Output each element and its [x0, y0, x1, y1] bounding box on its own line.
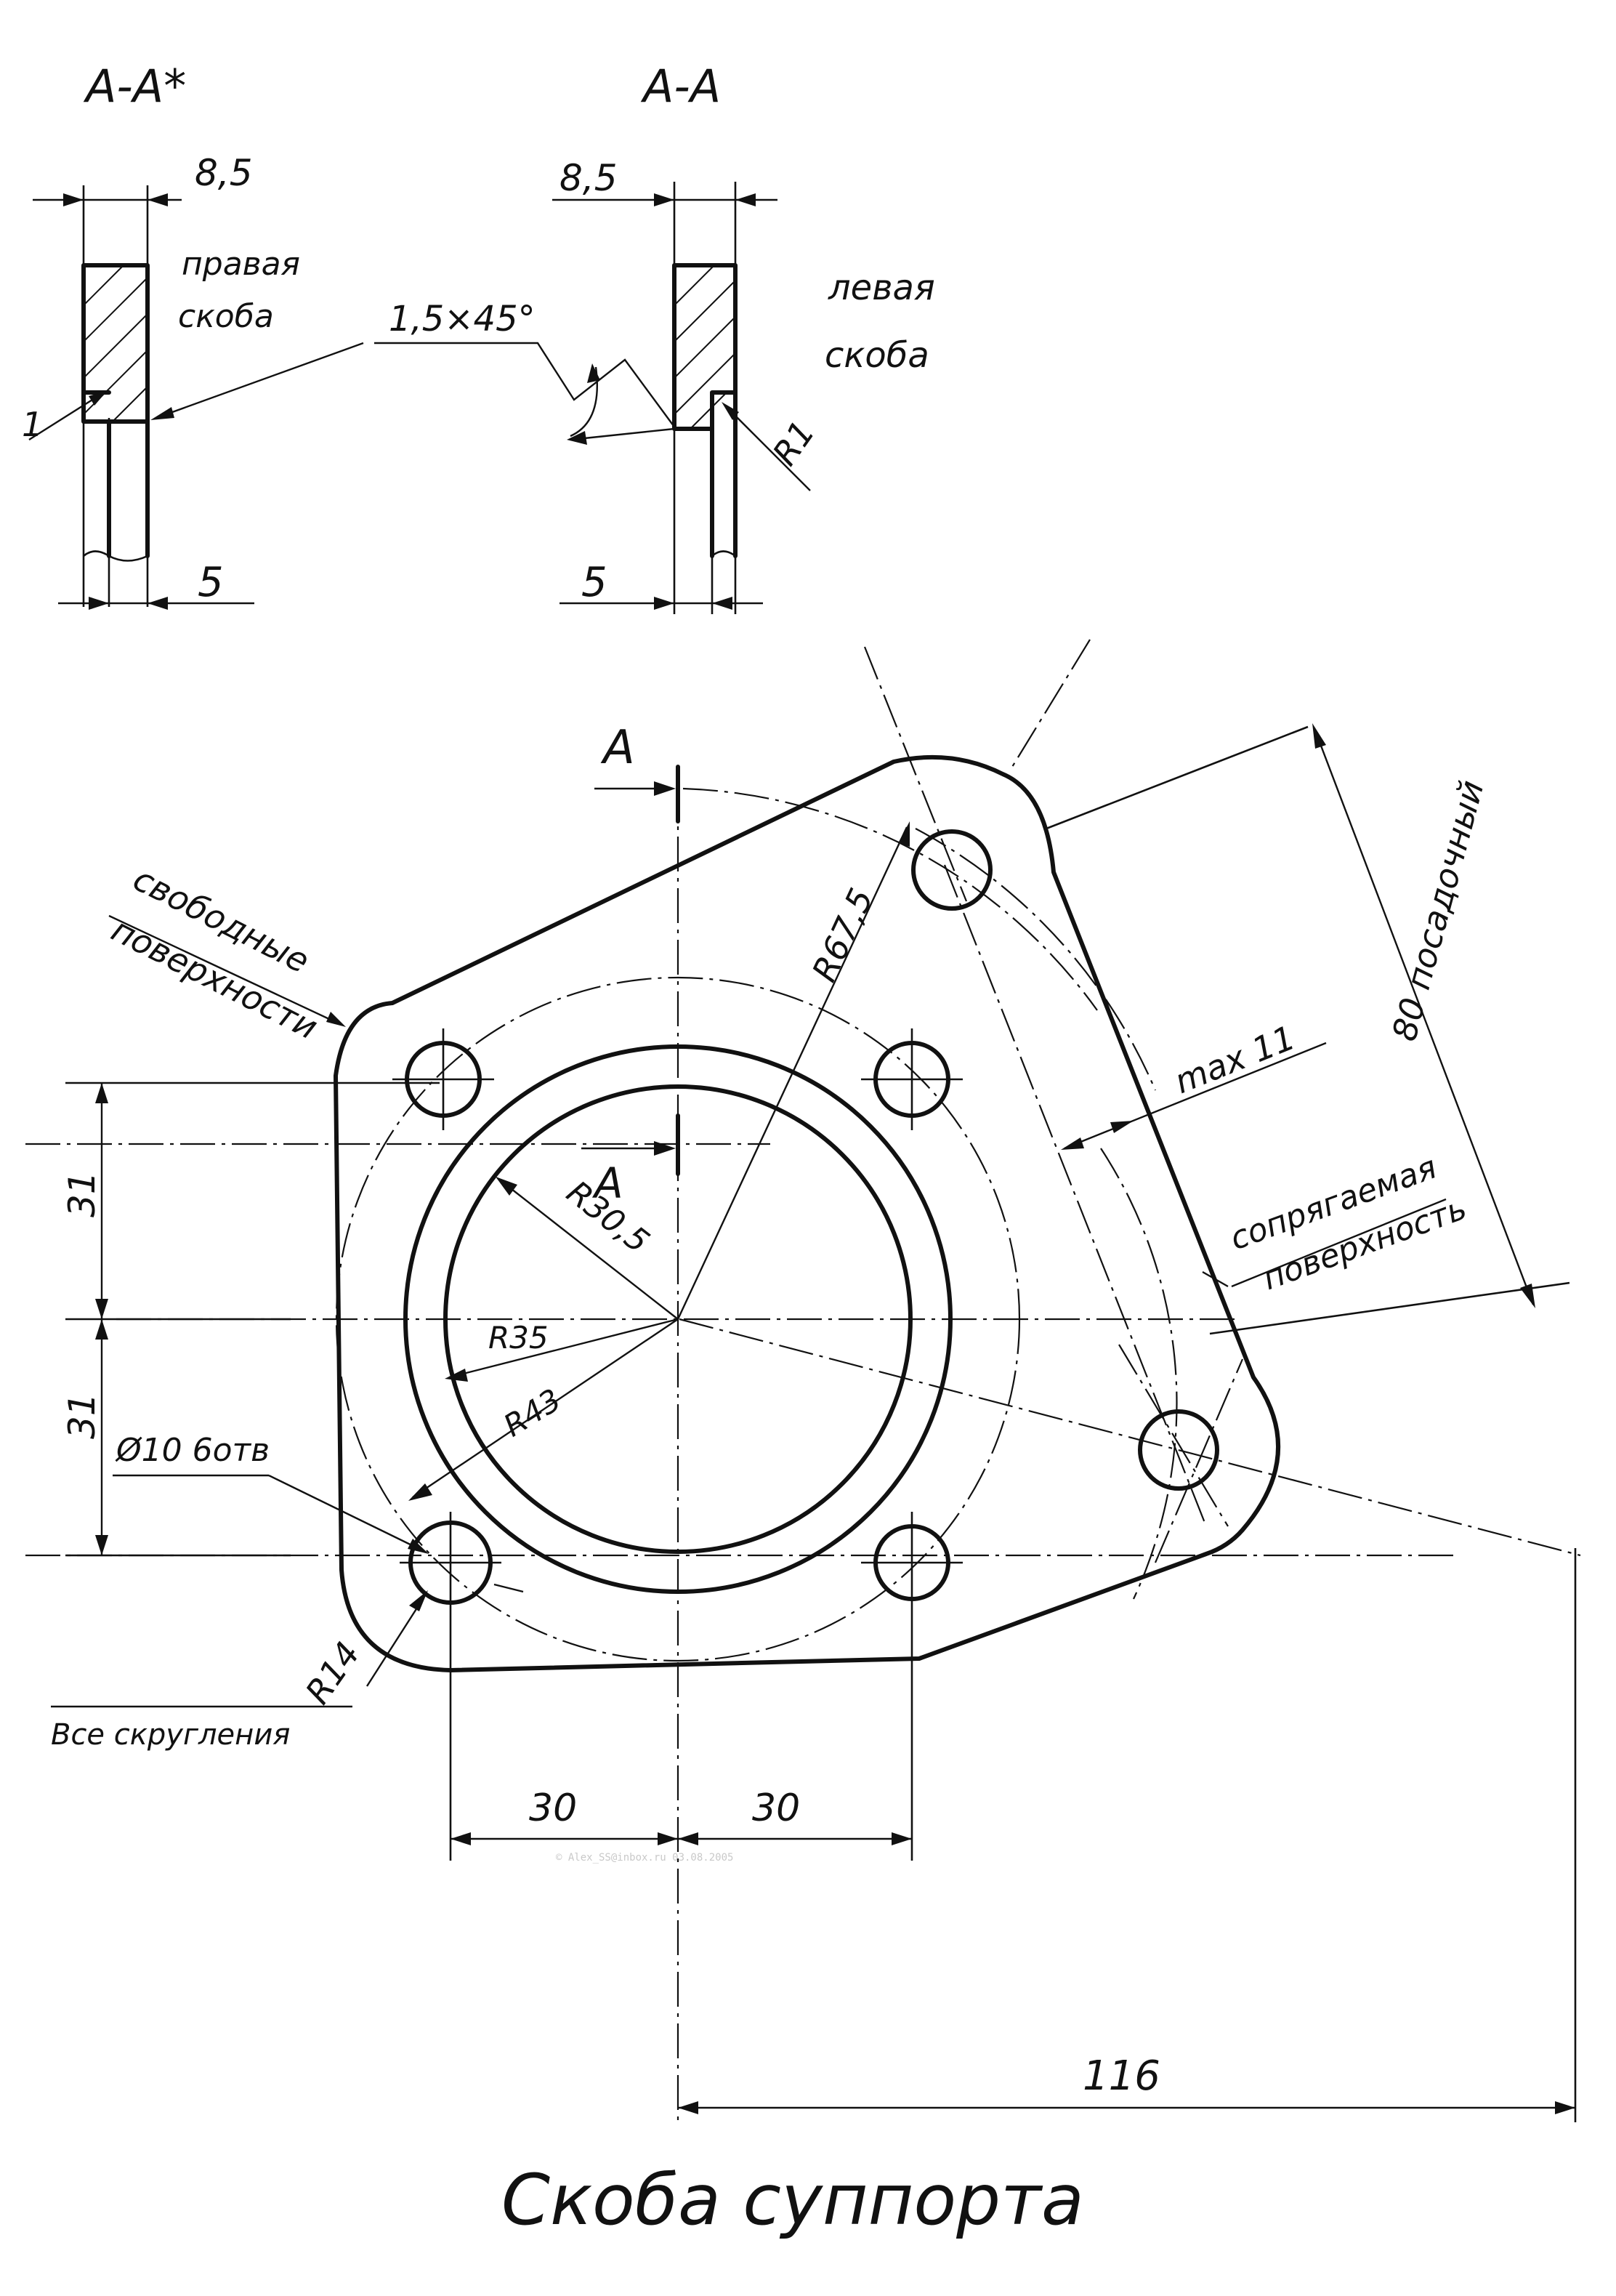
- hole-label: Ø10 6отв: [115, 1432, 270, 1469]
- radius-label-r14: R14: [298, 1635, 368, 1711]
- section-right-note-line1: правая: [182, 246, 300, 283]
- section-left-note-line1: левая: [828, 267, 935, 308]
- free-surfaces-note: свободные поверхности: [105, 859, 346, 1047]
- bore-r35: [443, 1084, 913, 1554]
- radius-label-r35: R35: [488, 1320, 549, 1356]
- fit-dimension: 80 посадочный: [1046, 723, 1570, 1335]
- section-right-note-line2: скоба: [178, 298, 274, 335]
- mating-surface-note: сопрягаемая поверхность: [1202, 1148, 1471, 1297]
- bore-r43: [403, 1044, 953, 1594]
- dim-vertical-lower: 31: [61, 1393, 103, 1439]
- fillet-note: Все скругления: [51, 1718, 290, 1752]
- center-lines: [25, 639, 1581, 2122]
- drawing-title: Скоба суппорта: [501, 2159, 1084, 2241]
- section-left-bracket: А-А 8,5 5 левая скоба R1 1,5×45: [374, 60, 935, 614]
- main-view: А А R67,5 R30,5 R35 R43 Ø10 6отв: [25, 639, 1581, 2122]
- dim-vertical-upper: 31: [61, 1171, 103, 1217]
- section-left-width-label: 8,5: [559, 157, 618, 199]
- section-left-radius-label: R1: [765, 414, 823, 472]
- section-left-offset-label: 5: [581, 559, 607, 606]
- section-right-bracket: А-А* 8,5 5 правая скоба 1: [22, 60, 364, 610]
- hole-ear-right: [1138, 1409, 1219, 1491]
- dim-horizontal-long: 116: [1083, 2053, 1160, 2100]
- bolt-holes: [392, 829, 1219, 1614]
- section-left-note-line2: скоба: [825, 335, 929, 376]
- section-right-width-label: 8,5: [195, 152, 253, 194]
- section-left-hatch: [674, 265, 736, 430]
- watermark: © Alex_SS@inbox.ru 03.08.2005: [556, 1852, 733, 1864]
- horizontal-dimensions: 30 30: [449, 1614, 913, 1861]
- dim-horizontal-right: 30: [752, 1787, 800, 1830]
- vertical-dimensions: 31 31: [61, 1081, 440, 1557]
- fit-label: 80 посадочный: [1384, 776, 1491, 1045]
- section-right-radius-label: 1: [22, 405, 43, 444]
- max-label: max 11: [1169, 1018, 1301, 1101]
- bracket-outline: [334, 754, 1281, 1672]
- section-marker-mid: А: [591, 1159, 623, 1208]
- chamfer-label: 1,5×45°: [389, 299, 536, 339]
- section-right-title: А-А*: [83, 60, 186, 113]
- radius-label-r67: R67,5: [804, 882, 881, 988]
- long-dimension: 116: [678, 1548, 1577, 2122]
- section-right-offset-label: 5: [198, 559, 224, 606]
- section-left-title: А-А: [640, 60, 721, 113]
- max-dimension: max 11: [1061, 1018, 1327, 1150]
- hole-ear-top: [911, 829, 993, 911]
- dim-horizontal-left: 30: [529, 1787, 577, 1830]
- section-marker-top: А: [600, 721, 635, 775]
